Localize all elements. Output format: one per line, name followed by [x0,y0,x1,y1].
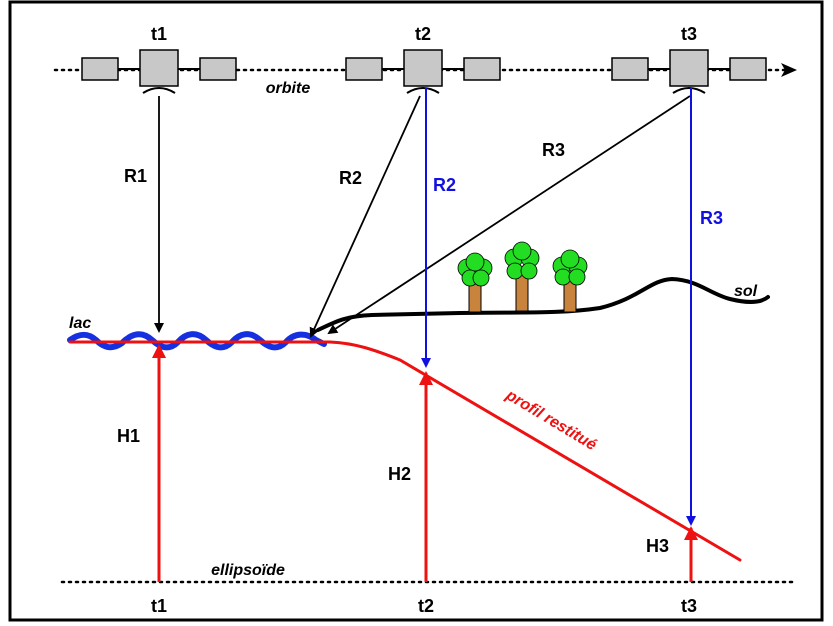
R2-nadir-label: R2 [433,175,456,195]
tree-3 [552,249,588,313]
R3-nadir-label: R3 [700,208,723,228]
R1-label: R1 [124,166,147,186]
ground-line [316,276,770,332]
R2-slant-label: R2 [339,168,362,188]
satellite-t1 [81,49,237,94]
satellite-t2 [345,49,501,94]
lake-wave [67,331,327,351]
ground-label: sol [734,283,758,300]
time-label-bottom-t3: t3 [681,596,697,616]
restituted-profile [68,340,742,562]
H2-label: H2 [388,464,411,484]
H1-label: H1 [117,426,140,446]
time-label-bottom-t2: t2 [418,596,434,616]
profile-label: profil restitué [502,386,599,454]
time-label-top-t3: t3 [681,24,697,44]
R3-slant-label: R3 [542,140,565,160]
H3-label: H3 [646,536,669,556]
figure-frame [8,0,824,622]
time-label-bottom-t1: t1 [151,596,167,616]
time-label-top-t1: t1 [151,24,167,44]
range-R2-slant-arrow [309,95,421,338]
lake-label: lac [69,315,91,332]
tree-2 [504,241,540,312]
time-label-top-t2: t2 [415,24,431,44]
tree-1 [457,252,493,313]
orbit-label: orbite [266,80,311,97]
range-R3-slant-arrow [327,95,691,335]
ellipsoid-label: ellipsoïde [211,562,285,579]
satellite-t3 [611,49,767,94]
